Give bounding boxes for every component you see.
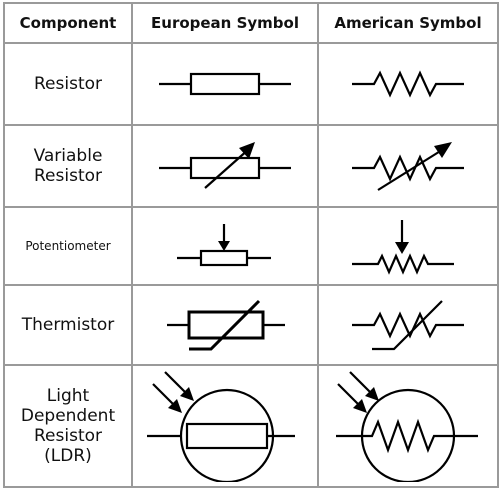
- european-symbol-cell: [131, 42, 319, 126]
- component-name-ldr: Light Dependent Resistor (LDR): [3, 364, 133, 488]
- variable-resistor-zigzag-icon: [352, 142, 464, 191]
- european-symbol-cell: [131, 364, 319, 488]
- potentiometer-zigzag-icon: [352, 220, 454, 275]
- header-european-symbol: European Symbol: [131, 2, 319, 44]
- ldr-zigzag-icon: [336, 371, 478, 482]
- component-name-line: Resistor: [34, 74, 102, 94]
- american-symbol-cell: [317, 206, 499, 286]
- component-name-line: Dependent: [20, 406, 116, 426]
- component-name-resistor: Resistor: [3, 42, 133, 126]
- component-name-variable-resistor: Variable Resistor: [3, 124, 133, 208]
- table-row-thermistor: Thermistor: [3, 284, 499, 366]
- ldr-box-icon: [147, 371, 295, 482]
- header-component: Component: [3, 2, 133, 44]
- component-name-line: Light: [46, 386, 90, 406]
- european-symbol-cell: [131, 206, 319, 286]
- european-symbol-cell: [131, 284, 319, 366]
- thermistor-zigzag-icon: [352, 300, 464, 351]
- component-name-thermistor: Thermistor: [3, 284, 133, 366]
- variable-resistor-box-icon: [159, 142, 291, 189]
- component-name-line: Resistor: [34, 166, 102, 186]
- table-row-potentiometer: Potentiometer: [3, 206, 499, 286]
- table-row-ldr: Light Dependent Resistor (LDR): [3, 364, 499, 488]
- component-name-line: Potentiometer: [25, 239, 111, 253]
- resistor-box-icon: [159, 72, 291, 96]
- potentiometer-box-icon: [177, 224, 271, 267]
- symbol-comparison-table: Component European Symbol American Symbo…: [3, 2, 499, 488]
- resistor-zigzag-icon: [352, 70, 464, 98]
- table-row-variable-resistor: Variable Resistor: [3, 124, 499, 208]
- american-symbol-cell: [317, 284, 499, 366]
- header-row: Component European Symbol American Symbo…: [3, 2, 499, 44]
- component-name-line: (LDR): [44, 446, 92, 466]
- american-symbol-cell: [317, 42, 499, 126]
- component-name-line: Thermistor: [21, 315, 115, 335]
- american-symbol-cell: [317, 364, 499, 488]
- table-row-resistor: Resistor: [3, 42, 499, 126]
- american-symbol-cell: [317, 124, 499, 208]
- header-american-symbol: American Symbol: [317, 2, 499, 44]
- thermistor-box-icon: [167, 299, 285, 351]
- component-name-potentiometer: Potentiometer: [3, 206, 133, 286]
- european-symbol-cell: [131, 124, 319, 208]
- component-name-line: Variable: [33, 146, 103, 166]
- component-name-line: Resistor: [34, 426, 102, 446]
